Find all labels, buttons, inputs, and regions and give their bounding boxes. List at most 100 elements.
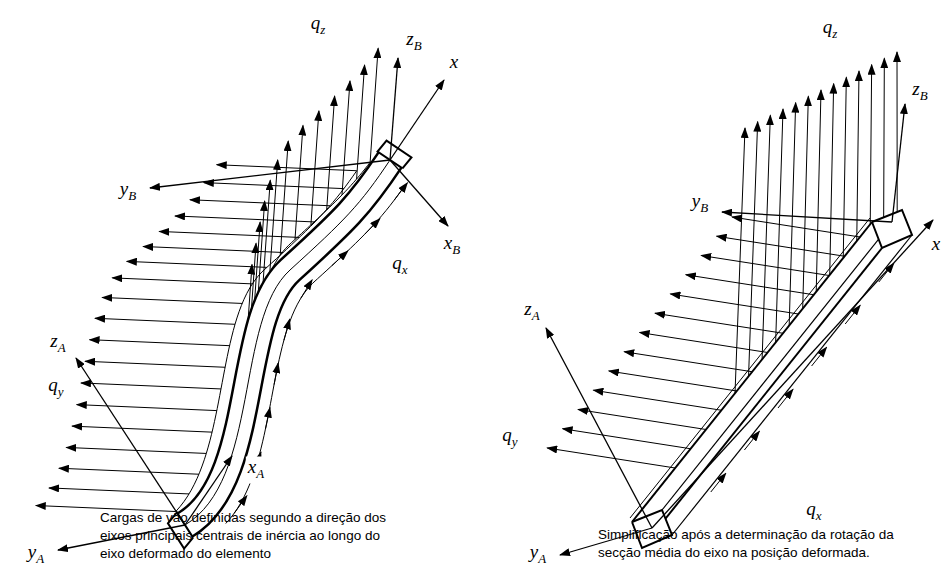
load-line [630, 218, 870, 518]
symbol-subscript: B [452, 242, 460, 257]
qy-load-arrow [624, 352, 752, 372]
symbol-letter: z [912, 78, 919, 99]
qy-load-arrow [95, 318, 235, 324]
beam-axis [185, 160, 390, 525]
symbol-letter: y [530, 540, 538, 561]
axis-arrow [390, 80, 444, 160]
symbol-letter: q [502, 424, 512, 445]
symbol-subscript: z [320, 22, 325, 37]
axis-arrow [390, 58, 398, 160]
qy-load-arrow [686, 275, 814, 295]
prism-edge [642, 248, 882, 548]
qy-load-arrow [85, 361, 225, 367]
qz-load-arrow [775, 109, 783, 369]
drawing [36, 48, 933, 555]
symbol-letter: y [120, 178, 128, 199]
qx-load-arrow [332, 251, 348, 266]
symbol-letter: q [806, 498, 816, 519]
symbol-letter: z [406, 28, 413, 49]
qy-load-arrow [77, 405, 217, 411]
qz-load-arrow [270, 160, 278, 274]
symbol-subscript: B [128, 188, 136, 203]
axis-label: qz [309, 13, 328, 40]
qy-load-arrow [112, 278, 252, 284]
qy-load-arrow [49, 488, 189, 494]
axis-label: qy [500, 425, 519, 452]
axis-arrow [390, 160, 448, 226]
qy-load-arrow [72, 426, 212, 432]
qy-load-arrow [159, 231, 299, 237]
symbol-subscript: y [512, 434, 518, 449]
qy-load-arrow [127, 261, 267, 267]
symbol-letter: q [823, 16, 833, 37]
axis-label: yA [26, 541, 46, 568]
axis-arrow [150, 160, 390, 188]
symbol-subscript: A [36, 550, 44, 565]
qy-load-arrow [563, 429, 691, 449]
symbol-subscript: B [700, 200, 708, 215]
symbol-letter: q [392, 252, 402, 273]
symbol-letter: y [692, 190, 700, 211]
axis-label: qz [821, 17, 840, 44]
qy-load-arrow [732, 217, 860, 237]
qy-load-arrow [190, 200, 330, 206]
symbol-letter: y [28, 540, 36, 561]
axis-label: yB [690, 191, 710, 218]
qx-load-arrow [274, 363, 278, 385]
axis-label: yB [118, 179, 138, 206]
prism-edge [672, 235, 912, 535]
beam-outline [185, 160, 390, 525]
beam-axis-guide [185, 160, 390, 525]
qy-load-arrow [593, 390, 721, 410]
qz-load-arrow [843, 77, 847, 284]
axis-arrow [892, 104, 905, 222]
axis-label: qy [46, 375, 65, 402]
qy-load-arrow [59, 468, 199, 474]
prism-edge [662, 210, 902, 510]
qz-load-arrow [342, 81, 350, 195]
axis-label: zA [522, 299, 541, 326]
figure-caption: Simplificação após a determinação da rot… [598, 526, 898, 562]
symbol-letter: x [248, 456, 256, 477]
axis-label: xB [442, 233, 462, 260]
qx-load-arrow [394, 183, 407, 201]
axis-label: zB [910, 79, 929, 106]
qz-load-arrow [734, 128, 745, 420]
symbol-letter: q [48, 374, 58, 395]
axis-arrow [546, 328, 652, 528]
axis-label: x [930, 234, 942, 254]
symbol-subscript: B [414, 38, 422, 53]
qx-load-arrow [265, 408, 270, 430]
qz-load-arrow [357, 65, 365, 179]
symbol-subscript: A [58, 340, 66, 355]
qz-load-arrow [883, 58, 885, 233]
axis-label: yA [528, 541, 548, 568]
symbol-subscript: B [920, 88, 928, 103]
axis-arrow [722, 212, 892, 222]
symbol-letter: q [311, 12, 321, 33]
symbol-letter: z [50, 330, 57, 351]
axis-arrow [652, 220, 933, 528]
qx-load-arrow [301, 280, 312, 299]
qy-load-arrow [143, 246, 283, 252]
symbol-letter: x [444, 232, 452, 253]
qz-load-arrow [788, 103, 795, 352]
symbol-subscript: A [538, 550, 546, 565]
symbol-subscript: z [832, 26, 837, 41]
qy-load-arrow [102, 297, 242, 303]
qz-load-arrow [829, 84, 833, 301]
qy-load-arrow [609, 371, 737, 391]
qy-load-arrow [670, 294, 798, 314]
qz-load-arrow [295, 125, 303, 239]
qz-load-arrow [748, 122, 758, 403]
prism-edge [632, 222, 872, 522]
axis-arrow [76, 358, 185, 525]
symbol-subscript: y [58, 384, 64, 399]
axis-label: qx [804, 499, 823, 526]
symbol-subscript: x [402, 262, 408, 277]
qx-load-arrow [364, 219, 379, 235]
qz-load-arrow [280, 141, 288, 255]
figure-caption: Cargas de vão definidas segundo a direçã… [100, 509, 392, 563]
